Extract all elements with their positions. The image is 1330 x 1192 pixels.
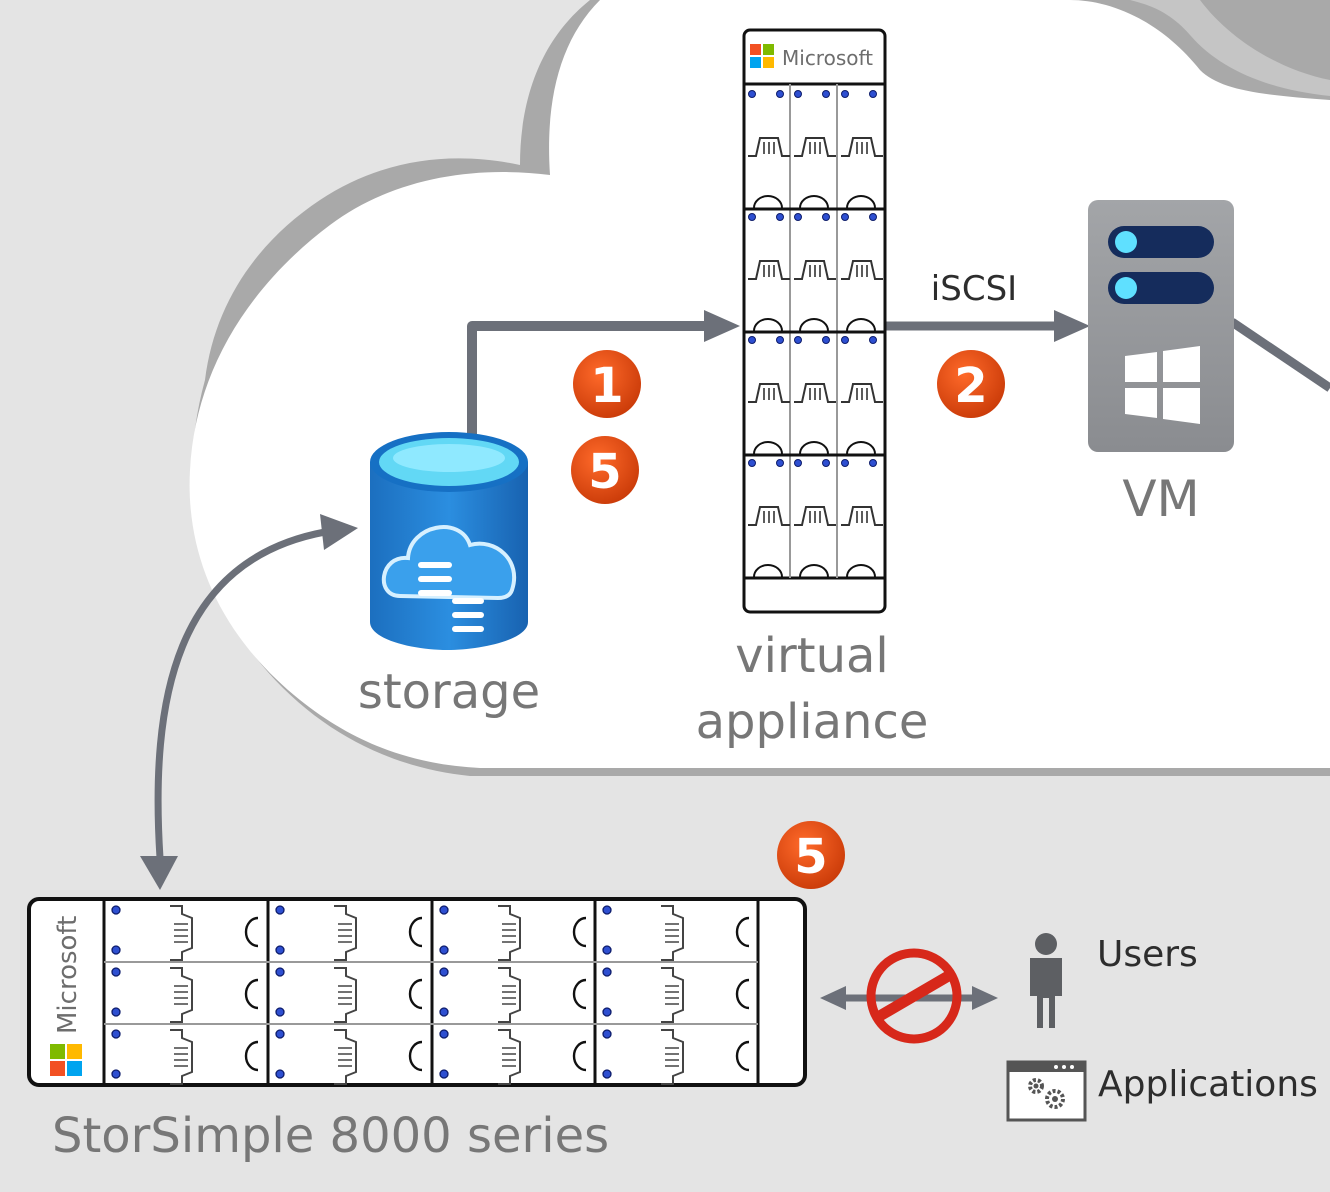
step-badge-1: 1 (573, 350, 641, 418)
step-badge-2-text: 2 (954, 358, 987, 414)
arrow-device-to-storage (140, 514, 358, 890)
step-badge-5-device-text: 5 (794, 829, 827, 885)
microsoft-logo-icon (750, 44, 774, 68)
step-badge-5-cloud-text: 5 (588, 444, 621, 500)
azure-storage-cloud-icon (370, 432, 528, 650)
applications-label: Applications (1098, 1064, 1318, 1105)
server-rack-icon: Microsoft (742, 28, 887, 614)
arrow-appliance-to-vm (886, 310, 1090, 342)
users-label: Users (1097, 934, 1198, 975)
step-badge-5-device: 5 (777, 821, 845, 889)
vm-label: VM (1122, 470, 1199, 528)
step-badge-2: 2 (937, 350, 1005, 418)
virtual-appliance-label-line2: appliance (696, 694, 929, 750)
microsoft-logo-icon (50, 1044, 82, 1076)
app-window-gears-icon (1006, 1060, 1087, 1122)
windows-logo-icon (1125, 346, 1200, 424)
arrow-storage-to-appliance (467, 310, 740, 438)
no-access-icon (866, 948, 962, 1044)
device-brand: Microsoft (53, 916, 83, 1034)
appliance-brand: Microsoft (782, 46, 873, 70)
person-icon (1030, 933, 1062, 1028)
storage-label: storage (358, 664, 540, 720)
gear-icon (1028, 1078, 1065, 1109)
windows-vm-icon (1088, 200, 1234, 452)
line-vm-to-right (1229, 318, 1330, 392)
step-badge-5-cloud: 5 (571, 436, 639, 504)
storsimple-device-icon: Microsoft (27, 897, 807, 1087)
storsimple-label: StorSimple 8000 series (52, 1108, 609, 1164)
iscsi-label: iSCSI (931, 269, 1017, 309)
step-badge-1-text: 1 (590, 358, 623, 414)
virtual-appliance-label-line1: virtual (735, 628, 888, 684)
